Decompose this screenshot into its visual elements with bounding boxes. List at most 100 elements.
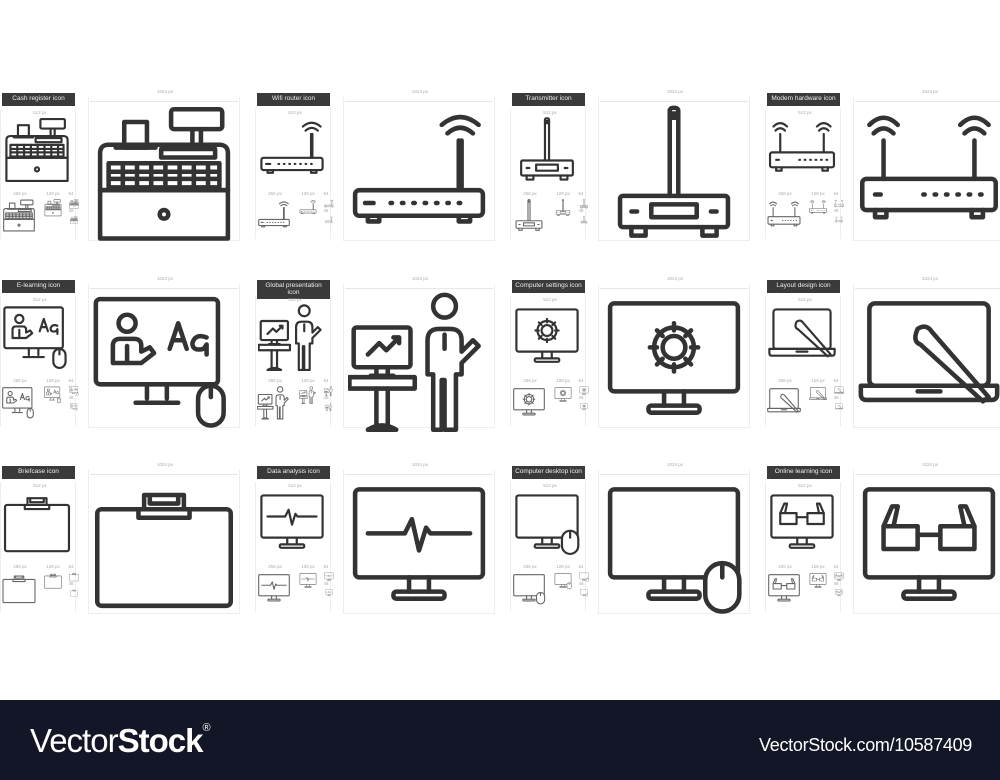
presentation-icon-256 (257, 386, 291, 420)
size-label-512: 512 px (543, 110, 557, 115)
presentation-icon-128 (299, 386, 317, 404)
preview-panel-large (88, 284, 240, 428)
e-learning-icon-48 (70, 403, 78, 411)
preview-panel-large (598, 284, 750, 428)
size-label-48: 48 (578, 208, 584, 213)
dimension-line (600, 288, 748, 289)
size-label-128: 128 px (556, 378, 570, 383)
size-label-1024: 1024 px (921, 276, 938, 281)
size-label-1024: 1024 px (411, 89, 428, 94)
preview-panel-small (510, 482, 586, 612)
size-label-64: 64 (323, 191, 329, 196)
icon-title: Layout design icon (767, 280, 840, 293)
size-label-1024: 1024 px (921, 462, 938, 467)
size-label-256: 256 px (268, 378, 282, 383)
size-label-128: 128 px (301, 378, 315, 383)
icon-title: Computer desktop icon (512, 466, 585, 479)
vectorstock-logo: VectorStock® (30, 722, 211, 760)
size-label-1024: 1024 px (156, 89, 173, 94)
icon-title: Transmitter icon (512, 93, 585, 106)
online-learning-icon-48 (835, 589, 843, 597)
data-analysis-icon-64 (324, 572, 334, 582)
size-label-64: 64 (68, 191, 74, 196)
wifi-router-icon-128 (299, 199, 317, 217)
data-analysis-icon-1024 (348, 478, 490, 620)
online-learning-icon-1024 (858, 478, 1000, 620)
preview-panel-large (853, 470, 1000, 614)
layout-design-icon-48 (835, 403, 843, 411)
layout-design-icon-512 (768, 304, 836, 372)
size-label-48: 48 (323, 395, 329, 400)
size-label-256: 256 px (13, 191, 27, 196)
transmitter-icon-48 (580, 216, 588, 224)
briefcase-icon-128 (44, 572, 62, 590)
presentation-icon-64 (324, 386, 334, 396)
icon-set-wifi-router: Wifi router icon 1024 px 512 px 256 px 1… (255, 89, 505, 243)
presentation-icon-48 (325, 403, 333, 411)
data-analysis-icon-48 (325, 589, 333, 597)
size-label-48: 48 (323, 208, 329, 213)
size-label-64: 64 (833, 378, 839, 383)
preview-panel-small (765, 109, 841, 239)
size-label-512: 512 px (33, 297, 47, 302)
icon-title: Cash register icon (2, 93, 75, 106)
size-label-48: 48 (833, 581, 839, 586)
size-label-1024: 1024 px (156, 462, 173, 467)
preview-panel-small (765, 482, 841, 612)
dimension-line (855, 288, 1000, 289)
e-learning-icon-64 (69, 386, 79, 396)
icon-set-e-learning: E-learning icon 1024 px 512 px 256 px 12… (0, 276, 250, 430)
size-label-1024: 1024 px (666, 89, 683, 94)
online-learning-icon-128 (809, 572, 827, 590)
size-label-48: 48 (578, 395, 584, 400)
wifi-router-icon-48 (325, 216, 333, 224)
preview-panel-small (255, 296, 331, 426)
computer-settings-icon-1024 (603, 292, 745, 434)
computer-desktop-icon-48 (580, 589, 588, 597)
modem-icon-128 (809, 199, 827, 217)
preview-panel-large (853, 97, 1000, 241)
wifi-router-icon-64 (324, 199, 334, 209)
computer-settings-icon-128 (554, 386, 572, 404)
cash-register-icon-512 (3, 117, 71, 185)
modem-icon-256 (767, 199, 801, 233)
icon-title: Data analysis icon (257, 466, 330, 479)
data-analysis-icon-256 (257, 572, 291, 606)
logo-bold: Stock (117, 722, 204, 759)
logo-registered: ® (202, 722, 210, 734)
e-learning-icon-1024 (93, 292, 235, 434)
dimension-line (345, 288, 493, 289)
size-label-256: 256 px (268, 564, 282, 569)
size-label-128: 128 px (46, 191, 60, 196)
size-label-512: 512 px (288, 110, 302, 115)
size-label-128: 128 px (46, 378, 60, 383)
cash-register-icon-128 (44, 199, 62, 217)
size-label-64: 64 (833, 564, 839, 569)
icon-set-computer-desktop: Computer desktop icon 1024 px 512 px 256… (510, 462, 760, 616)
icon-set-modem: Modem hardware icon 1024 px 512 px 256 p… (765, 89, 1000, 243)
dimension-line (855, 474, 1000, 475)
size-label-256: 256 px (523, 191, 537, 196)
size-label-48: 48 (68, 581, 74, 586)
preview-panel-large (343, 284, 495, 428)
presentation-icon-1024 (348, 292, 490, 434)
size-label-256: 256 px (13, 378, 27, 383)
size-label-512: 512 px (798, 297, 812, 302)
dimension-line (345, 101, 493, 102)
size-label-64: 64 (323, 378, 329, 383)
icon-set-layout-design: Layout design icon 1024 px 512 px 256 px… (765, 276, 1000, 430)
data-analysis-icon-512 (258, 490, 326, 558)
icon-set-transmitter: Transmitter icon 1024 px 512 px 256 px 1… (510, 89, 760, 243)
dimension-line (345, 474, 493, 475)
size-label-1024: 1024 px (921, 89, 938, 94)
preview-panel-small (510, 109, 586, 239)
preview-panel-large (88, 470, 240, 614)
size-label-64: 64 (833, 191, 839, 196)
icon-title: Online learning icon (767, 466, 840, 479)
size-label-512: 512 px (798, 483, 812, 488)
layout-design-icon-1024 (858, 292, 1000, 434)
size-label-64: 64 (578, 378, 584, 383)
cash-register-icon-256 (2, 199, 36, 233)
computer-desktop-icon-64 (579, 572, 589, 582)
size-label-512: 512 px (798, 110, 812, 115)
